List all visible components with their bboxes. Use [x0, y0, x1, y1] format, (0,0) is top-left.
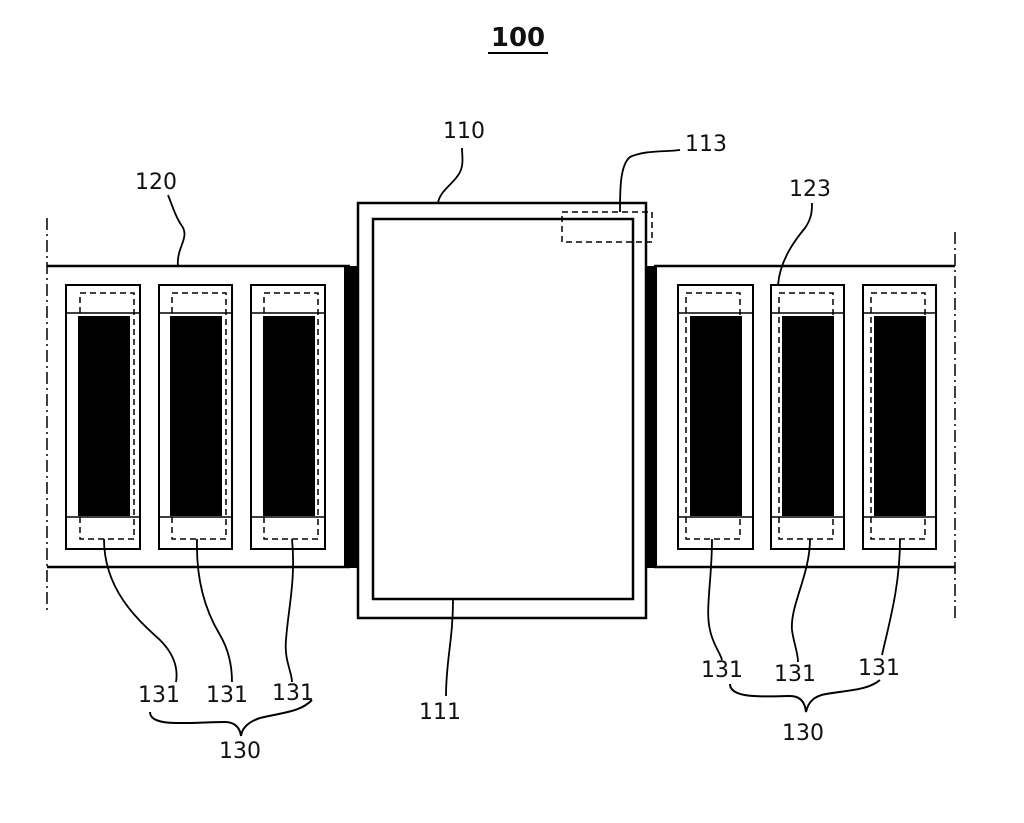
left-group-brace	[149, 699, 313, 737]
right-connector	[645, 266, 657, 568]
screen	[371, 217, 635, 601]
label-group-right: 130	[782, 721, 824, 746]
component-dashed-box	[561, 211, 653, 243]
label-screen: 111	[419, 700, 461, 725]
label-module-right-2: 131	[774, 662, 816, 687]
left-module-1	[65, 284, 141, 550]
leader-131-left-1	[103, 538, 178, 683]
leader-131-left-2	[196, 538, 233, 683]
label-module-left-3: 131	[272, 681, 314, 706]
leader-131-right-3	[881, 538, 901, 656]
label-main-body: 110	[443, 119, 485, 144]
leader-131-right-1	[707, 538, 723, 661]
label-module-right-3: 131	[858, 656, 900, 681]
label-module-left-1: 131	[138, 683, 180, 708]
label-module-right-1: 131	[701, 658, 743, 683]
leader-131-left-3	[284, 538, 294, 683]
leader-111	[445, 599, 454, 697]
label-component: 113	[685, 132, 727, 157]
label-band: 120	[135, 170, 177, 195]
leader-123	[777, 202, 813, 286]
right-module-1	[677, 284, 754, 550]
left-module-3	[250, 284, 326, 550]
leader-113	[619, 149, 681, 213]
right-module-2	[770, 284, 845, 550]
left-module-2	[158, 284, 233, 550]
right-module-3	[862, 284, 937, 550]
label-group-left: 130	[219, 739, 261, 764]
leader-131-right-2	[791, 538, 811, 663]
leader-110	[437, 147, 464, 204]
left-connector	[344, 266, 358, 568]
leader-120	[167, 194, 186, 267]
figure-title: 100	[491, 23, 545, 53]
right-group-brace	[729, 679, 881, 713]
label-module-left-2: 131	[206, 683, 248, 708]
label-band-part: 123	[789, 177, 831, 202]
